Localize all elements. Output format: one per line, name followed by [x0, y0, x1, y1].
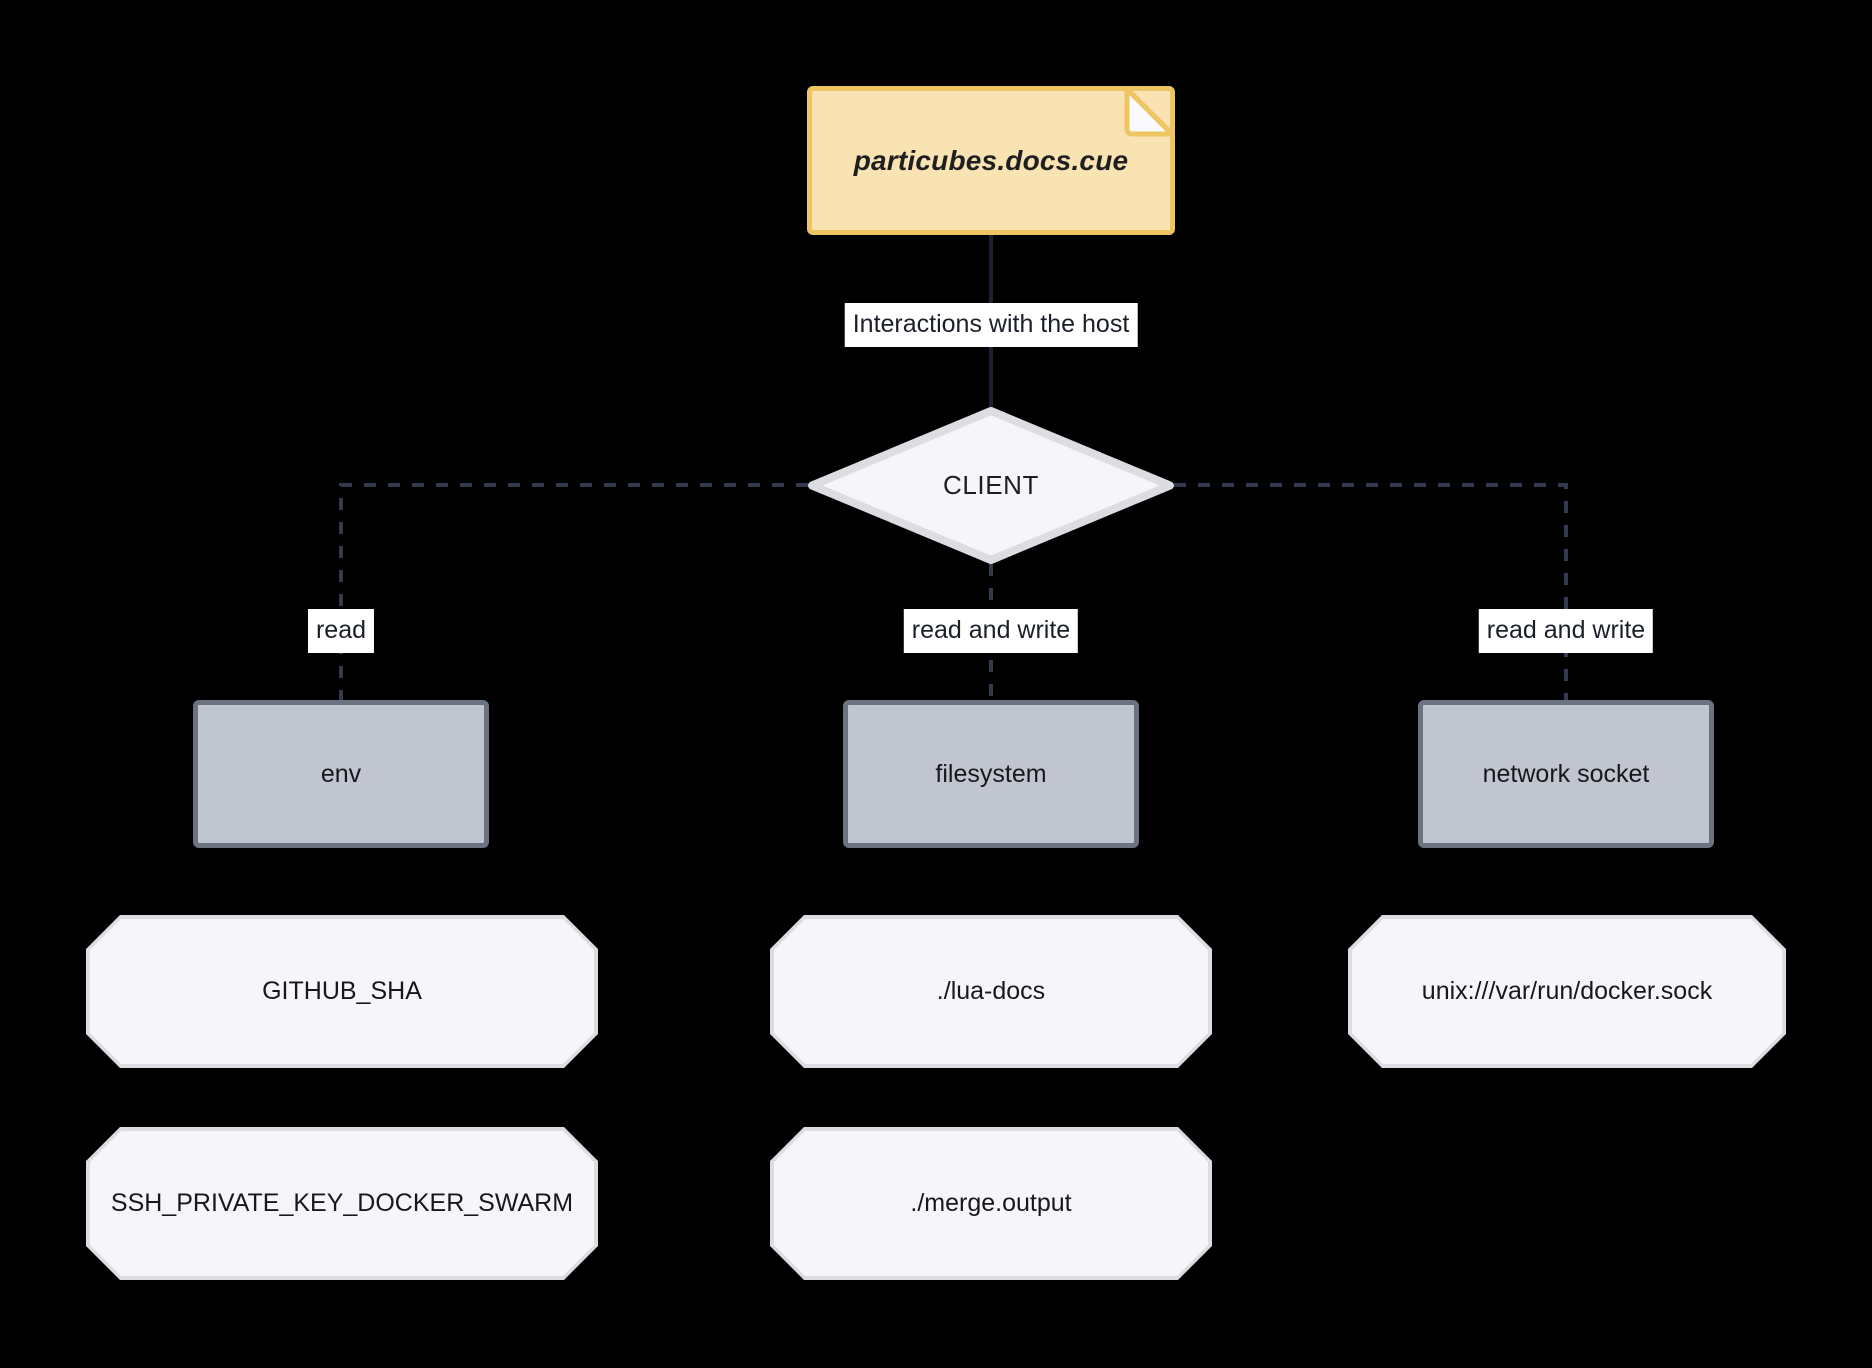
- leaf-node-merge-output[interactable]: ./merge.output: [770, 1127, 1212, 1280]
- leaf-fill: [774, 1131, 1208, 1276]
- decision-client-label: CLIENT: [942, 470, 1040, 500]
- resource-node-env[interactable]: env: [193, 700, 489, 848]
- leaf-label: ./lua-docs: [936, 977, 1046, 1005]
- resource-node-network-socket[interactable]: network socket: [1418, 700, 1714, 848]
- leaf-node-ssh-private-key-docker-swarm[interactable]: SSH_PRIVATE_KEY_DOCKER_SWARM: [86, 1127, 598, 1280]
- note-label: particubes.docs.cue: [853, 144, 1129, 176]
- edge-label-read-and-write-filesystem: read and write: [903, 609, 1079, 653]
- edge-client-to-env: [339, 483, 808, 700]
- leaf-node-docker-sock[interactable]: unix:///var/run/docker.sock: [1348, 915, 1786, 1068]
- leaf-node-lua-docs[interactable]: ./lua-docs: [770, 915, 1212, 1068]
- edge-label-interactions-with-the-host: Interactions with the host: [844, 303, 1138, 347]
- leaf-fill: [90, 1131, 594, 1276]
- edge-label-read: read: [307, 609, 375, 653]
- leaf-label: GITHUB_SHA: [262, 977, 422, 1005]
- resource-node-filesystem[interactable]: filesystem: [843, 700, 1139, 848]
- edge-client-to-network-socket: [1174, 483, 1568, 700]
- note-particubes-docs-cue[interactable]: particubes.docs.cue: [807, 86, 1175, 235]
- leaf-label: SSH_PRIVATE_KEY_DOCKER_SWARM: [110, 1189, 574, 1217]
- leaf-node-github-sha[interactable]: GITHUB_SHA: [86, 915, 598, 1068]
- edge-label-read-and-write-network: read and write: [1478, 609, 1654, 653]
- leaf-fill: [1352, 919, 1782, 1064]
- decision-client[interactable]: CLIENT: [808, 407, 1174, 564]
- leaf-label: unix:///var/run/docker.sock: [1421, 977, 1713, 1005]
- leaf-label: ./merge.output: [910, 1189, 1072, 1217]
- leaf-fill: [90, 919, 594, 1064]
- note-body: [807, 86, 1175, 235]
- leaf-fill: [774, 919, 1208, 1064]
